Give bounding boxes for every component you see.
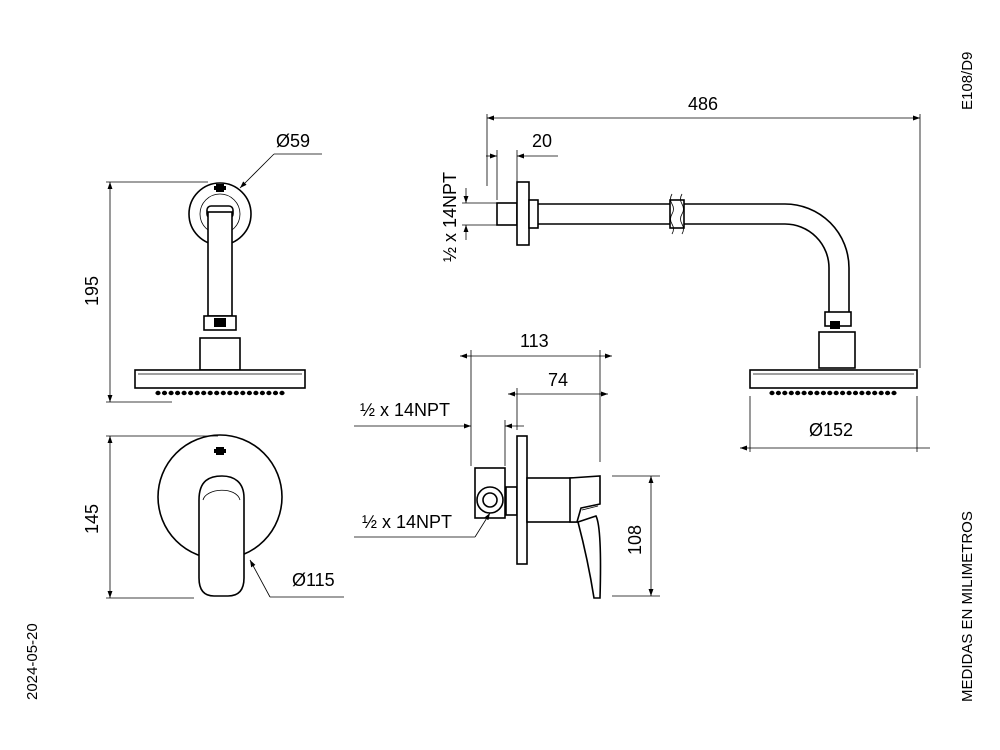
nozzle — [259, 390, 265, 396]
dim-145-label: 145 — [82, 504, 102, 534]
dim-npt-side: ½ x 14NPT — [354, 512, 491, 538]
dim-59-label: Ø59 — [276, 131, 310, 151]
nozzle — [769, 390, 775, 396]
nozzle — [175, 390, 181, 396]
dim-npt-top: ½ x 14NPT — [354, 400, 524, 466]
mixer-valve-side-view — [474, 435, 602, 599]
shower-arm-side-view — [496, 181, 918, 396]
nozzle — [865, 390, 871, 396]
nozzle — [240, 390, 246, 396]
nozzle — [227, 390, 233, 396]
nozzle — [795, 390, 801, 396]
dim-108: 108 — [612, 475, 660, 597]
dim-115-label: Ø115 — [292, 570, 335, 590]
nozzle — [859, 390, 865, 396]
nozzle — [788, 390, 794, 396]
nozzle — [846, 390, 852, 396]
nozzle — [266, 390, 272, 396]
nozzle — [155, 390, 161, 396]
nozzle — [233, 390, 239, 396]
dim-74: 74 — [508, 370, 608, 430]
nozzle — [807, 390, 814, 396]
dim-npt-top-label: ½ x 14NPT — [360, 400, 450, 420]
dim-npt-arm-label: ½ x 14NPT — [440, 172, 460, 262]
dim-195: 195 — [82, 181, 208, 403]
nozzle — [214, 390, 220, 396]
nozzle — [885, 390, 891, 396]
dim-20-label: 20 — [532, 131, 552, 151]
dim-diameter-152: Ø152 — [740, 396, 930, 452]
nozzle — [279, 390, 285, 396]
dim-152-label: Ø152 — [809, 420, 853, 440]
dim-113-label: 113 — [520, 331, 549, 351]
shower-head-front-view — [134, 182, 306, 396]
dim-113: 113 — [460, 331, 612, 466]
dim-diameter-59: Ø59 — [239, 131, 322, 189]
nozzle — [161, 390, 168, 396]
nozzle — [878, 390, 884, 396]
units-note: MEDIDAS EN MILIMETROS — [959, 511, 976, 702]
dim-108-label: 108 — [625, 525, 645, 555]
dim-20: 20 — [486, 131, 558, 200]
nozzle — [827, 390, 833, 396]
nozzle — [801, 390, 807, 396]
nozzle — [891, 390, 897, 396]
dim-486-label: 486 — [688, 94, 718, 114]
drawing-date: 2024-05-20 — [24, 623, 41, 700]
nozzle — [194, 390, 200, 396]
nozzle — [775, 390, 782, 396]
nozzle — [272, 390, 279, 396]
nozzle — [207, 390, 213, 396]
nozzle — [168, 390, 174, 396]
dim-145: 145 — [82, 435, 218, 599]
nozzle — [201, 390, 207, 396]
dim-npt-arm: ½ x 14NPT — [440, 172, 497, 262]
nozzle — [833, 390, 839, 396]
dim-npt-side-label: ½ x 14NPT — [362, 512, 452, 532]
nozzle — [253, 390, 259, 396]
nozzle — [820, 390, 827, 396]
dim-diameter-115: Ø115 — [249, 559, 344, 598]
nozzle — [852, 390, 859, 396]
nozzle — [872, 390, 878, 396]
dim-195-label: 195 — [82, 276, 102, 306]
dim-486: 486 — [486, 94, 921, 368]
nozzle — [246, 390, 252, 396]
dim-74-label: 74 — [548, 370, 568, 390]
mixer-trim-front-view — [157, 434, 283, 597]
nozzle — [840, 390, 846, 396]
nozzle — [181, 390, 187, 396]
drawing-code: E108/D9 — [959, 52, 976, 110]
nozzle — [188, 390, 194, 396]
nozzle — [814, 390, 820, 396]
nozzle — [220, 390, 226, 396]
nozzle — [782, 390, 788, 396]
